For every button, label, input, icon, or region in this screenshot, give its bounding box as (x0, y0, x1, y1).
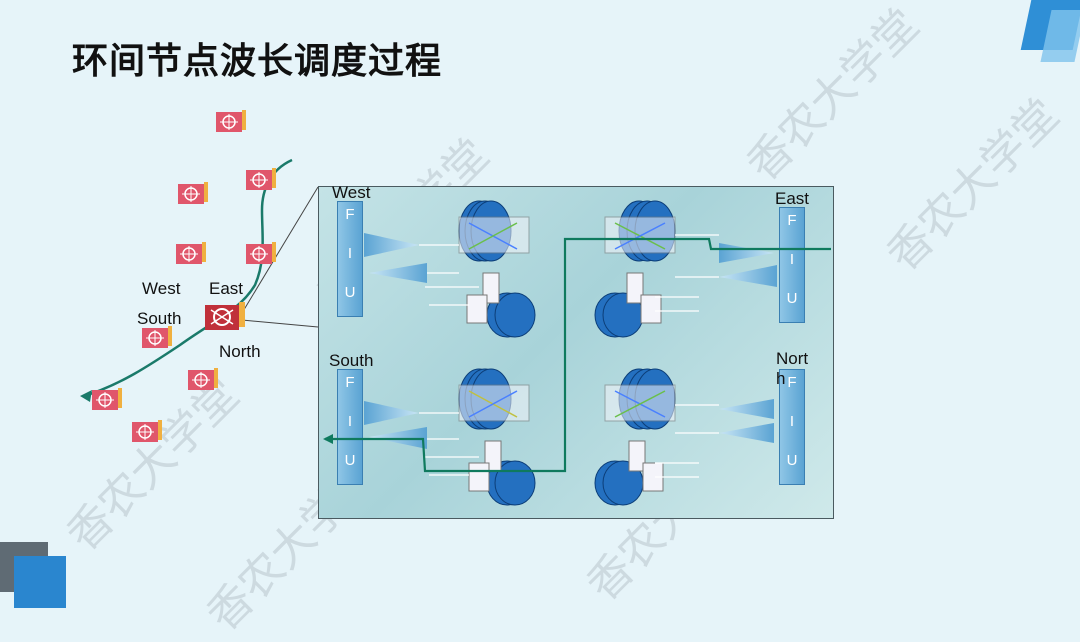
ring-node-icon (132, 420, 162, 446)
watermark: 香农大学堂 (877, 89, 1069, 281)
ring-label-east: East (209, 279, 244, 298)
ring-node-icon (246, 168, 276, 194)
ring-node-icon (142, 326, 172, 352)
ring-label-north: North (219, 342, 261, 361)
panel-label-west: West (332, 183, 371, 202)
oadm-schematic (323, 200, 831, 506)
ring-node-icon (216, 110, 246, 136)
ring-node-icon (176, 242, 206, 268)
ring-node-icon (92, 388, 122, 414)
panel-label-north: Nort h (776, 349, 809, 388)
corner-decoration-top-right (1016, 0, 1080, 62)
cross-connect-node-icon (205, 302, 245, 334)
ring-node-icon (246, 242, 276, 268)
corner-decoration-bottom-left (0, 542, 70, 608)
ring-label-south: South (137, 309, 182, 328)
panel-label-east: East (775, 189, 810, 208)
ring-topology (80, 158, 319, 402)
page-title: 环间节点波长调度过程 (72, 41, 443, 82)
panel-label-south: South (329, 351, 374, 370)
ring-node-icon (188, 368, 218, 394)
ring-label-west: West (142, 279, 181, 298)
watermark: 香农大学堂 (737, 0, 929, 191)
ring-node-icon (178, 182, 208, 208)
